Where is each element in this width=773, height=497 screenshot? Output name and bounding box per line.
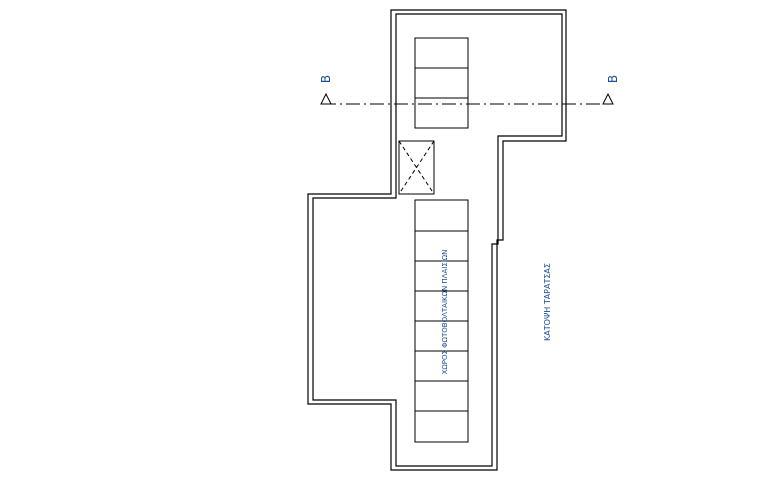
section-marker-left-label: B <box>319 75 333 83</box>
section-marker-left: B <box>319 75 333 105</box>
outer-wall <box>307 9 567 471</box>
plan-title: ΚΑΤΟΨΗ ΤΑΡΑΤΣΑΣ <box>543 263 552 341</box>
upper-pv-panels <box>414 37 469 129</box>
section-marker-right: B <box>602 75 620 105</box>
lower-pv-panels <box>414 199 469 443</box>
inner-wall <box>312 13 563 467</box>
section-marker-right-label: B <box>606 75 620 83</box>
roof-opening <box>398 140 435 195</box>
pv-area-label: ΧΩΡΟΣ ΦΩΤΟΒΟΛΤΑΙΚΩΝ ΠΛΑΙΣΙΩΝ <box>441 250 449 375</box>
